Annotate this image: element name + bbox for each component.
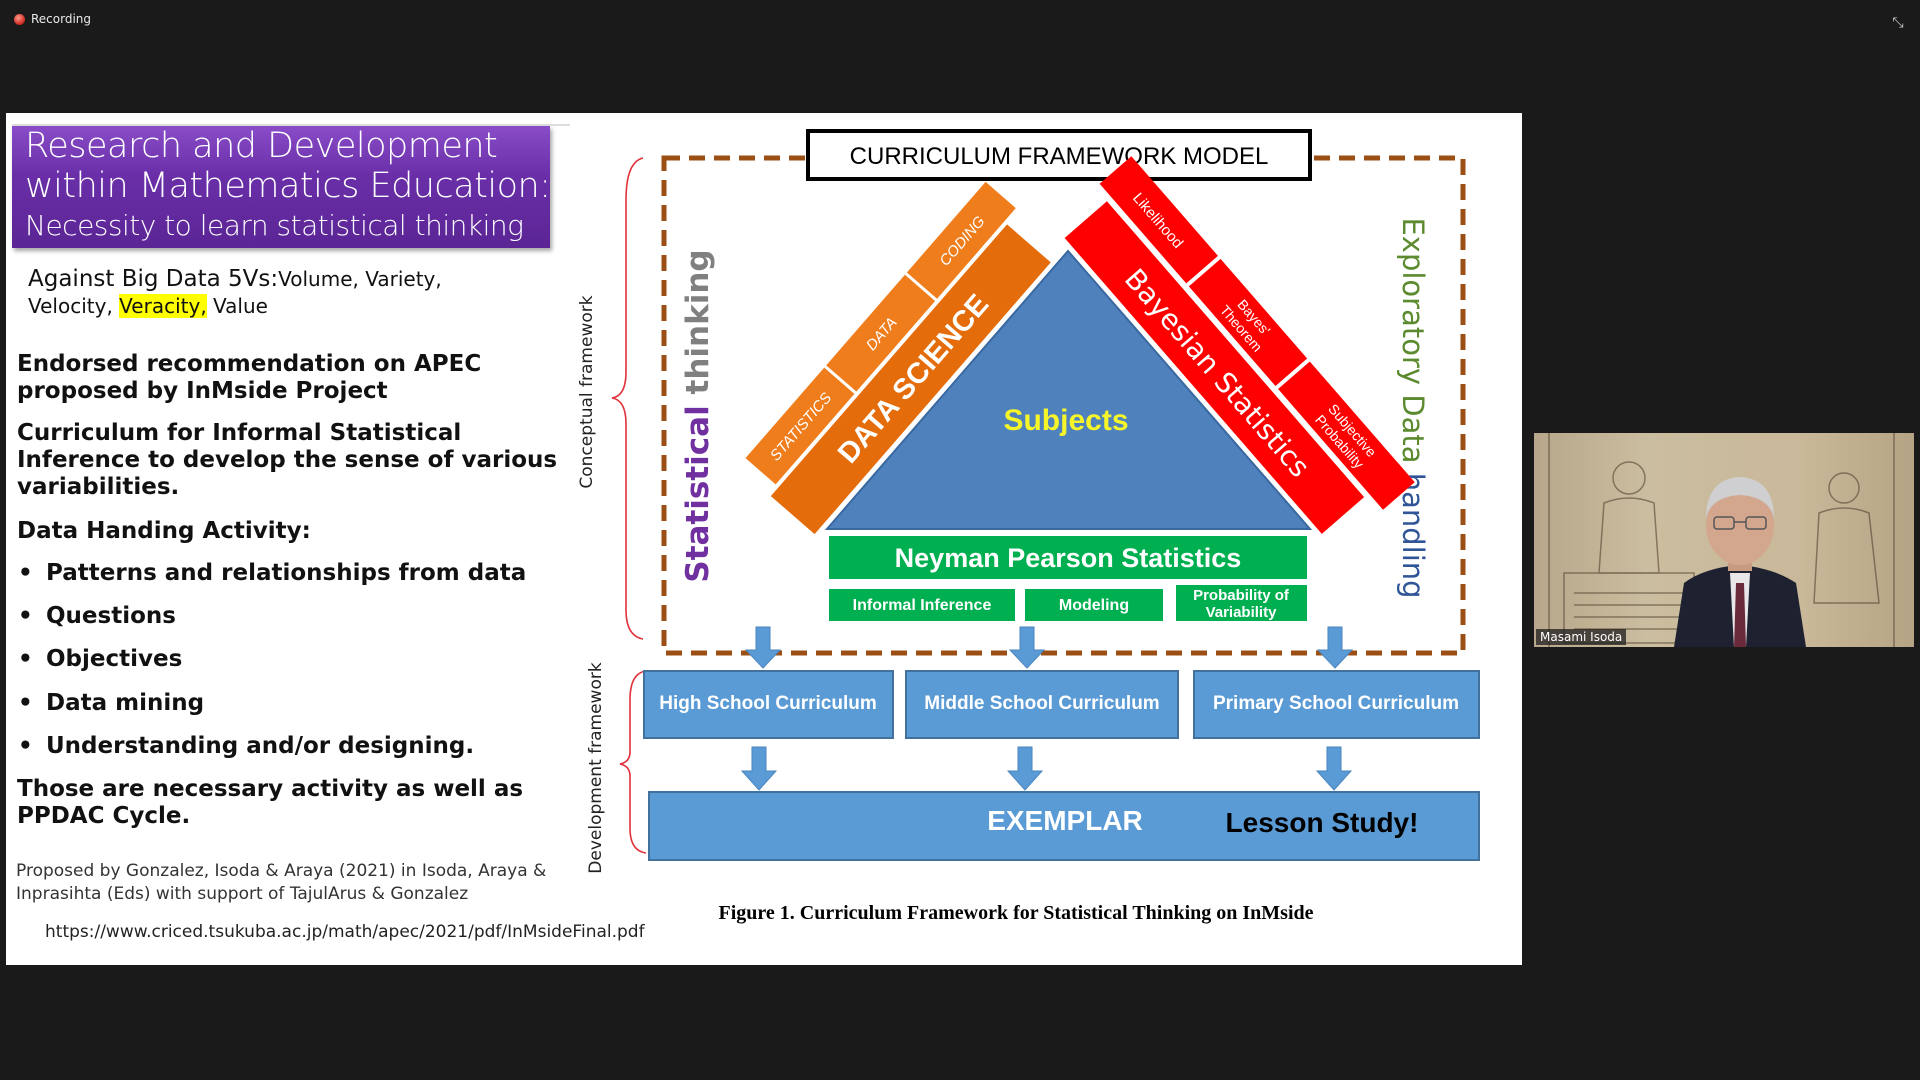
bullet-dot: • bbox=[18, 603, 33, 629]
probability-variability-box bbox=[1176, 585, 1307, 621]
title-line-2: within Mathematics Education: bbox=[25, 166, 551, 206]
diagram-title: CURRICULUM FRAMEWORK MODEL bbox=[850, 143, 1269, 170]
bullet-text: Questions bbox=[46, 603, 176, 629]
bullet-item: • Questions bbox=[18, 603, 176, 629]
modeling-box bbox=[1025, 589, 1163, 621]
down-arrow-icon bbox=[1315, 746, 1353, 791]
bullet-dot: • bbox=[18, 646, 33, 672]
conceptual-framework-label: Conceptual framework bbox=[577, 295, 597, 488]
development-brace bbox=[619, 670, 647, 854]
participant-video-tile[interactable]: Masami Isoda bbox=[1534, 433, 1914, 647]
data-science-band bbox=[770, 224, 1051, 535]
big-data-part1: Volume, Variety, bbox=[278, 267, 442, 291]
high-school-box bbox=[643, 670, 894, 739]
bullet-text: Understanding and/or designing. bbox=[46, 733, 475, 759]
bullet-text: Patterns and relationships from data bbox=[46, 560, 527, 586]
exemplar-label: EXEMPLAR bbox=[987, 805, 1143, 836]
conclusion-line-1: Those are necessary activity as well as bbox=[17, 776, 524, 802]
participant-name: Masami Isoda bbox=[1536, 629, 1627, 645]
activity-heading: Data Handing Activity: bbox=[17, 518, 311, 544]
slide-title: Research and Development within Mathemat… bbox=[12, 126, 551, 248]
exemplar-box bbox=[648, 791, 1480, 861]
strip-likelihood bbox=[1099, 156, 1218, 284]
bullet-dot: • bbox=[18, 690, 33, 716]
bullet-item: • Data mining bbox=[18, 690, 205, 716]
big-data-part2b: Value bbox=[206, 294, 268, 318]
exploratory-data-handling-label: Exploratory Data handling bbox=[1396, 217, 1430, 598]
citation-line-1: Proposed by Gonzalez, Isoda & Araya (202… bbox=[16, 861, 547, 881]
high-school-label: High School Curriculum bbox=[659, 693, 876, 714]
conclusion-text: Those are necessary activity as well as … bbox=[17, 776, 523, 830]
strip-data bbox=[826, 274, 936, 392]
citation: Proposed by Gonzalez, Isoda & Araya (202… bbox=[16, 860, 546, 906]
big-data-lead: Against Big Data 5Vs: bbox=[28, 266, 279, 292]
strip-subjective-probability bbox=[1278, 361, 1415, 510]
lesson-study-label: Lesson Study! bbox=[1226, 807, 1419, 838]
neyman-pearson-label: Neyman Pearson Statistics bbox=[895, 543, 1242, 573]
strip-statistics bbox=[745, 367, 855, 485]
bullet-item: • Patterns and relationships from data bbox=[18, 560, 527, 586]
neyman-pearson-box bbox=[829, 536, 1307, 579]
endorsed-text: Endorsed recommendation on APEC proposed… bbox=[17, 351, 481, 405]
curriculum-line-2: Inference to develop the sense of variou… bbox=[17, 447, 558, 473]
middle-school-box bbox=[905, 670, 1179, 739]
exploratory-data-word: Exploratory Data bbox=[1396, 217, 1430, 463]
bayesian-band bbox=[1064, 201, 1365, 534]
development-framework-label: Development framework bbox=[586, 662, 606, 874]
bullet-text: Objectives bbox=[46, 646, 183, 672]
curriculum-text: Curriculum for Informal Statistical Infe… bbox=[17, 420, 557, 501]
title-divider bbox=[12, 124, 570, 126]
video-frame bbox=[1548, 433, 1895, 647]
endorsed-line-1: Endorsed recommendation on APEC bbox=[17, 351, 482, 377]
thinking-word: thinking bbox=[680, 249, 716, 405]
curriculum-line-3: variabilities. bbox=[17, 474, 180, 500]
down-arrow-icon bbox=[1316, 626, 1354, 669]
statistical-word: Statistical bbox=[680, 405, 716, 582]
recording-indicator: Recording bbox=[14, 12, 91, 26]
variability-label: Variability bbox=[1206, 604, 1278, 621]
statistical-thinking-label: Statistical thinking bbox=[680, 249, 716, 582]
down-arrow-icon bbox=[740, 746, 778, 791]
endorsed-line-2: proposed by InMside Project bbox=[17, 378, 388, 404]
big-data-text: Against Big Data 5Vs:Volume, Variety, Ve… bbox=[28, 264, 442, 321]
conclusion-line-2: PPDAC Cycle. bbox=[17, 803, 191, 829]
source-url[interactable]: https://www.criced.tsukuba.ac.jp/math/ap… bbox=[45, 922, 645, 942]
strip-bayes-theorem bbox=[1188, 258, 1308, 387]
strip-coding bbox=[906, 181, 1016, 299]
diagram-title-box bbox=[806, 129, 1312, 181]
bullet-item: • Objectives bbox=[18, 646, 183, 672]
curriculum-line-1: Curriculum for Informal Statistical bbox=[17, 420, 462, 446]
conceptual-brace bbox=[611, 157, 644, 640]
subjects-label: Subjects bbox=[1003, 404, 1128, 437]
record-dot-icon bbox=[14, 13, 25, 25]
bullet-item: • Understanding and/or designing. bbox=[18, 733, 475, 759]
down-arrow-icon bbox=[744, 626, 782, 669]
citation-line-2: Inprasihta (Eds) with support of TajulAr… bbox=[16, 884, 469, 904]
title-line-1: Research and Development bbox=[25, 126, 498, 166]
probability-of-label: Probability of bbox=[1193, 587, 1290, 604]
down-arrow-icon bbox=[1006, 746, 1044, 791]
subjects-triangle bbox=[824, 249, 1313, 530]
title-line-3: Necessity to learn statistical thinking bbox=[25, 209, 524, 242]
primary-school-label: Primary School Curriculum bbox=[1213, 693, 1459, 714]
down-arrow-icon bbox=[1008, 626, 1046, 669]
big-data-part2a: Velocity, bbox=[28, 294, 120, 318]
bullet-dot: • bbox=[18, 733, 33, 759]
bullet-dot: • bbox=[18, 560, 33, 586]
informal-inference-box bbox=[829, 589, 1015, 621]
figure-caption: Figure 1. Curriculum Framework for Stati… bbox=[718, 902, 1313, 924]
primary-school-box bbox=[1193, 670, 1480, 739]
informal-inference-label: Informal Inference bbox=[853, 597, 992, 614]
recording-label: Recording bbox=[31, 12, 92, 26]
collapse-arrows-icon[interactable]: ⤡ bbox=[1892, 14, 1904, 30]
veracity-highlight: Veracity, bbox=[119, 294, 207, 318]
bullet-text: Data mining bbox=[46, 690, 205, 716]
conceptual-dashed-box bbox=[661, 155, 1466, 656]
middle-school-label: Middle School Curriculum bbox=[924, 693, 1159, 714]
modeling-label: Modeling bbox=[1059, 597, 1129, 614]
